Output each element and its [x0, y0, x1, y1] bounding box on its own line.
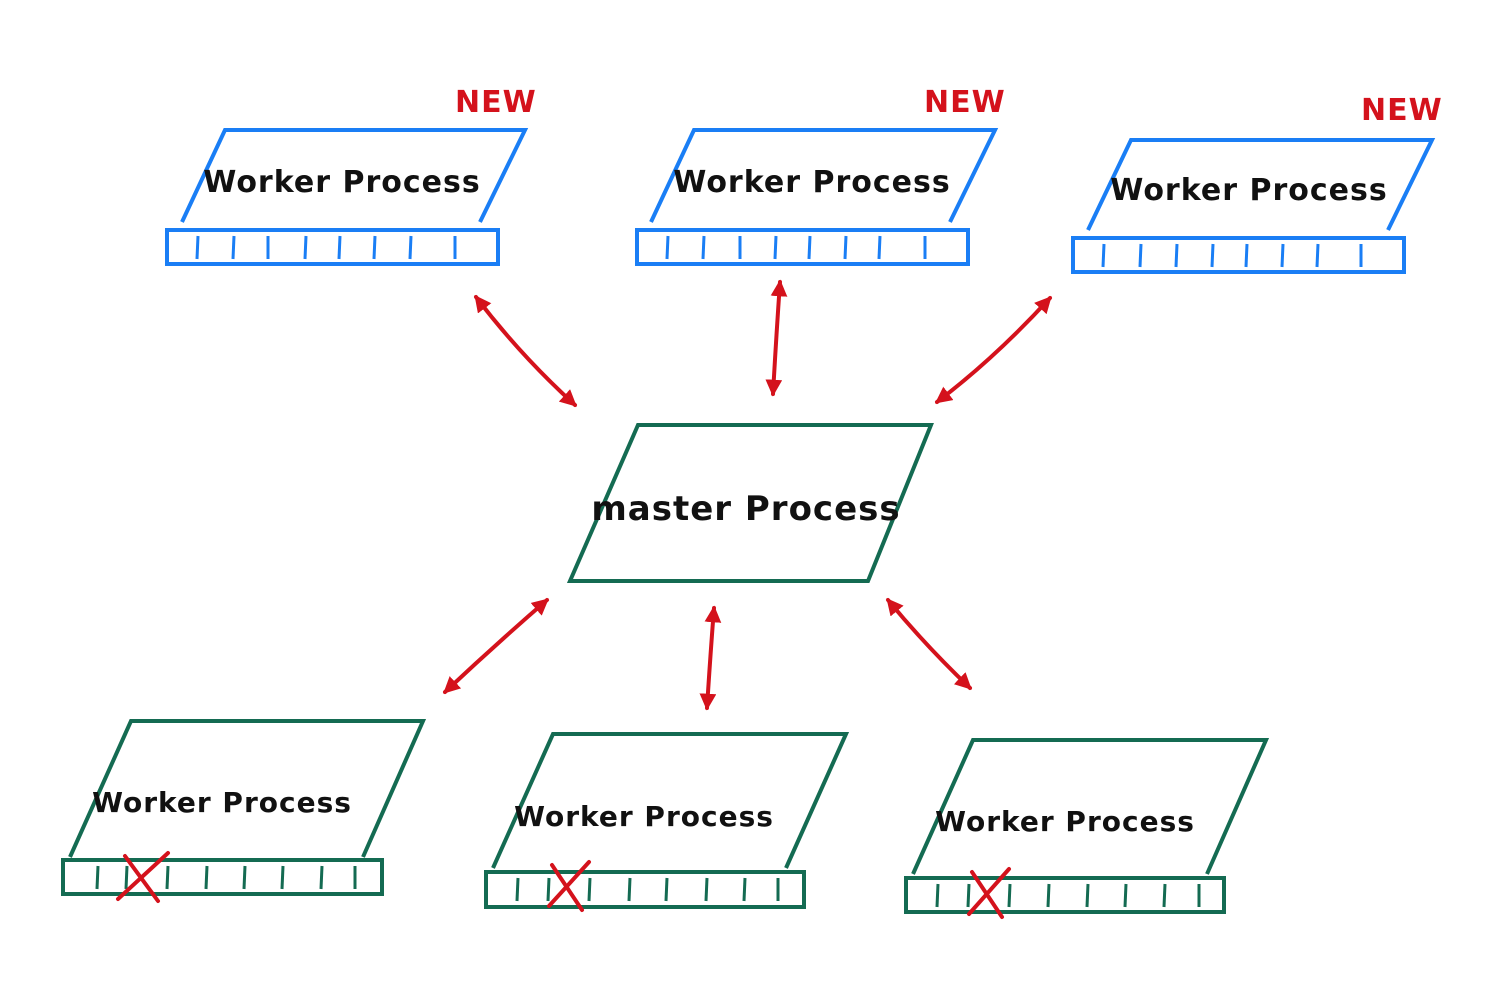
new-worker-2	[635, 128, 999, 266]
new-worker-1-badge: NEW	[455, 85, 537, 120]
queue-bar	[635, 228, 970, 266]
old-worker-3-cancel-mark	[967, 867, 1011, 919]
old-worker-2	[484, 732, 850, 909]
queue-bar	[61, 858, 384, 896]
old-worker-3	[904, 738, 1270, 914]
worker-shape	[1086, 138, 1436, 231]
queue-bar	[904, 876, 1226, 914]
worker-shape	[649, 128, 999, 223]
old-worker-1-cancel-mark	[116, 851, 170, 903]
worker-shape	[911, 738, 1270, 875]
queue-slots	[1101, 243, 1363, 268]
queue-slots	[195, 235, 457, 260]
arrow-master-old-worker-3	[886, 598, 972, 690]
queue-bar	[1071, 236, 1406, 274]
old-worker-1-label: Worker Process	[92, 786, 352, 819]
master-label: master Process	[591, 489, 900, 529]
arrow-master-old-worker-1	[443, 598, 549, 694]
worker-shape	[68, 719, 427, 858]
arrow-master-new-worker-3	[934, 296, 1052, 404]
arrow-master-new-worker-2	[765, 279, 788, 397]
queue-bar	[165, 228, 500, 266]
queue-slots	[665, 235, 927, 260]
queue-slots	[935, 883, 1201, 908]
new-worker-3	[1071, 138, 1436, 274]
old-worker-1	[61, 719, 427, 896]
new-worker-3-badge: NEW	[1361, 93, 1443, 128]
queue-slots	[95, 865, 357, 890]
old-worker-3-label: Worker Process	[935, 805, 1195, 838]
new-worker-2-label: Worker Process	[673, 165, 950, 200]
new-worker-3-label: Worker Process	[1110, 173, 1387, 208]
arrow-master-new-worker-1	[474, 294, 577, 407]
old-worker-2-cancel-mark	[547, 860, 591, 912]
old-worker-2-label: Worker Process	[514, 800, 774, 833]
worker-shape	[491, 732, 850, 869]
arrow-master-old-worker-2	[699, 605, 722, 711]
new-worker-1	[165, 128, 529, 266]
queue-slots	[515, 877, 780, 902]
new-worker-1-label: Worker Process	[203, 165, 480, 200]
new-worker-2-badge: NEW	[924, 85, 1006, 120]
master-shape	[566, 423, 934, 583]
master-process	[566, 423, 934, 583]
queue-bar	[484, 870, 806, 909]
worker-shape	[180, 128, 529, 223]
